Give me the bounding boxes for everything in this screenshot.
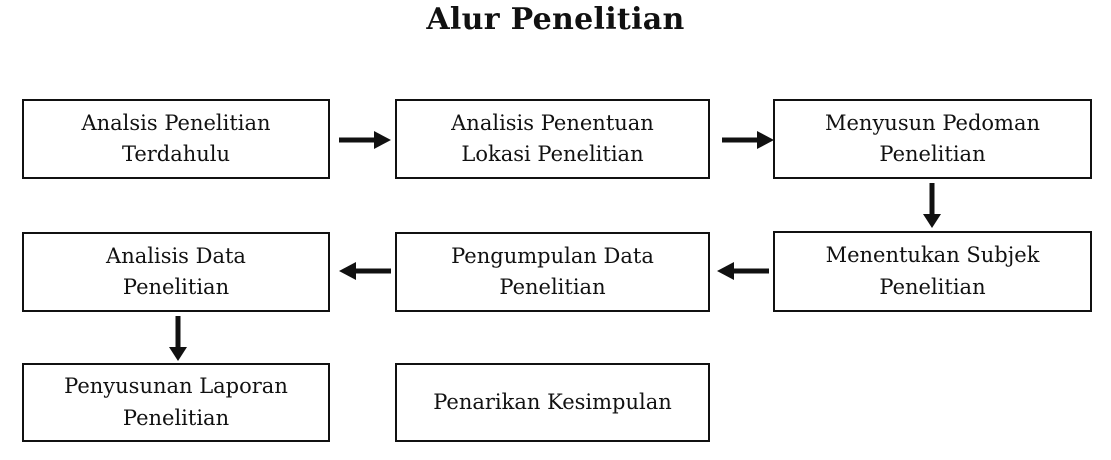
flow-node-label: Menyusun Pedoman Penelitian [824,110,1040,167]
flow-node-label: Penyusunan Laporan Penelitian [64,374,288,430]
flow-node-label: Analisis Data Penelitian [106,243,246,300]
flow-node-menentukan-subjek: Menentukan Subjek Penelitian [773,231,1092,312]
flow-node-analisis-data: Analisis Data Penelitian [22,232,330,312]
flow-node-penyusunan-laporan: Penyusunan Laporan Penelitian [22,363,330,442]
flow-node-analsis-penelitian-terdahulu: Analsis Penelitian Terdahulu [22,99,330,179]
arrow-right-icon [339,131,391,149]
arrow-right-icon [722,131,774,149]
flow-node-label: Menentukan Subjek Penelitian [825,243,1040,299]
flow-node-pengumpulan-data: Pengumpulan Data Penelitian [395,232,710,312]
flow-node-label: Penarikan Kesimpulan [433,389,672,414]
page-title: Alur Penelitian [426,2,685,37]
arrow-down-icon [169,316,187,361]
flow-node-penarikan-kesimpulan: Penarikan Kesimpulan [395,363,710,442]
flow-node-analisis-penentuan-lokasi: Analisis Penentuan Lokasi Penelitian [395,99,710,179]
flow-node-label: Pengumpulan Data Penelitian [451,243,654,300]
flow-node-menyusun-pedoman: Menyusun Pedoman Penelitian [773,99,1092,179]
flow-node-label: Analisis Penentuan Lokasi Penelitian [451,110,654,167]
flow-node-label: Analsis Penelitian Terdahulu [81,110,271,167]
arrow-left-icon [717,262,769,280]
arrow-left-icon [339,262,391,280]
arrow-down-icon [923,183,941,228]
